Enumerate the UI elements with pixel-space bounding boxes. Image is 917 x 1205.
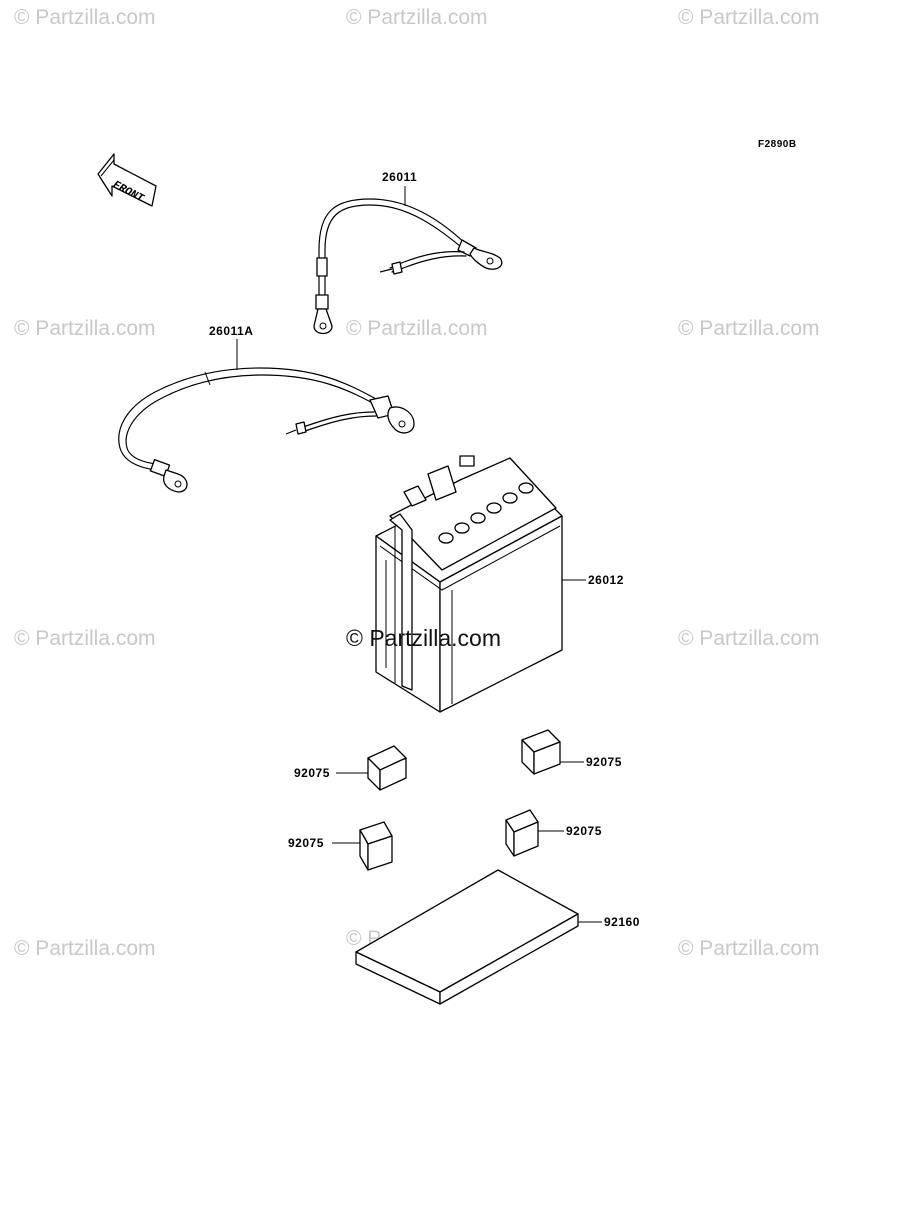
vent-caps <box>438 482 534 544</box>
part-label-92075: 92075 <box>294 766 330 780</box>
watermark: © Partzilla.com <box>678 6 820 29</box>
watermark: © Partzilla.com <box>678 317 820 340</box>
battery-cable-negative: 26011A <box>118 324 415 493</box>
watermark: © Partzilla.com <box>14 317 156 340</box>
battery-strap <box>389 513 413 691</box>
watermark: © Partzilla.com <box>678 937 820 960</box>
watermark-grid: © Partzilla.com © Partzilla.com © Partzi… <box>14 6 820 960</box>
terminal-negative <box>403 485 427 507</box>
part-label-92075: 92075 <box>288 836 324 850</box>
watermark: © Partzilla.com <box>14 6 156 29</box>
part-label-26011a: 26011A <box>209 324 253 338</box>
watermark: © Partzilla.com <box>14 937 156 960</box>
battery-pad: 92075 <box>521 729 622 775</box>
watermark-center: © Partzilla.com <box>346 625 501 651</box>
part-label-92075: 92075 <box>586 755 622 769</box>
battery-cable-positive: 26011 <box>313 170 503 335</box>
terminal-positive <box>427 465 457 501</box>
watermark: © Partzilla.com <box>346 317 488 340</box>
battery-mat: 92160 <box>355 869 640 1005</box>
watermark: © Partzilla.com <box>678 627 820 650</box>
watermark: © Partzilla.com <box>14 627 156 650</box>
part-label-26012: 26012 <box>588 573 624 587</box>
front-arrow-icon: FRONT <box>97 153 157 207</box>
part-label-92075: 92075 <box>566 824 602 838</box>
figure-code: F2890B <box>758 139 797 150</box>
battery-pad: 92075 <box>505 809 602 857</box>
battery: 26012 <box>375 455 624 713</box>
part-label-26011: 26011 <box>382 170 417 184</box>
part-label-92160: 92160 <box>604 915 640 929</box>
battery-pad: 92075 <box>288 821 393 871</box>
battery-pad: 92075 <box>294 745 407 791</box>
watermark: © Partzilla.com <box>346 6 488 29</box>
